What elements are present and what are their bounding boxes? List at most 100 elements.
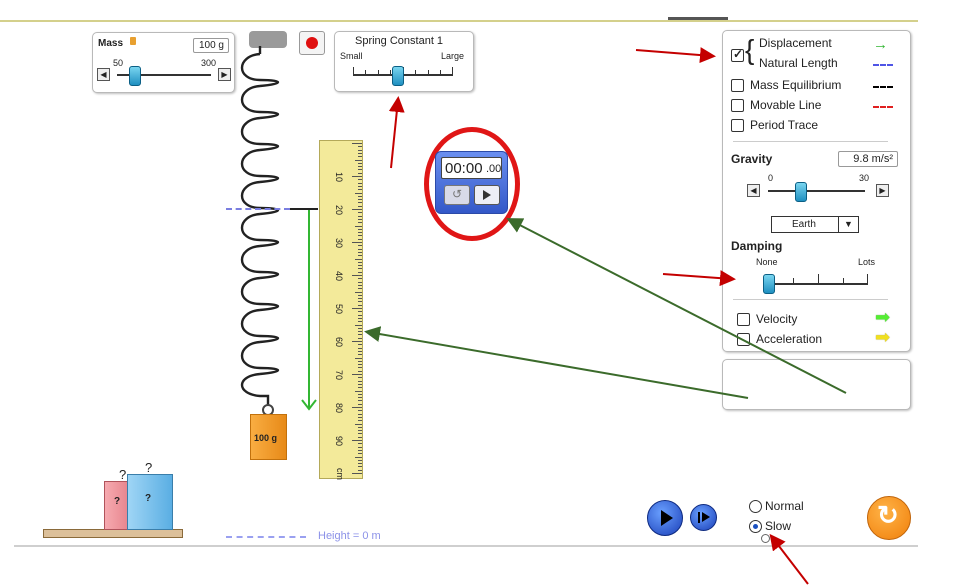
- ruler-tick: [358, 453, 362, 455]
- spring-constant-panel: Spring Constant 1 Small Large: [334, 31, 474, 92]
- ruler-tick: [358, 156, 362, 158]
- movable-line-checkbox[interactable]: [731, 99, 744, 112]
- spring-hanger: [249, 31, 287, 48]
- stopwatch-hundredths: .00: [486, 163, 502, 175]
- normal-label: Normal: [765, 499, 804, 513]
- ruler-tick: [358, 327, 362, 329]
- cursor-circle-icon: [761, 534, 770, 543]
- normal-radio[interactable]: [749, 500, 762, 513]
- stopwatch-reset-button[interactable]: ↺: [444, 185, 470, 205]
- period-trace-checkbox[interactable]: [731, 119, 744, 132]
- period-trace-label: Period Trace: [750, 118, 819, 132]
- mass-block-100g[interactable]: 100 g: [250, 414, 287, 460]
- play-button[interactable]: [647, 500, 683, 536]
- stopwatch[interactable]: 00:00 .00 ↺: [435, 151, 508, 214]
- checkmark-icon: ✓: [733, 47, 744, 61]
- step-icon: [702, 512, 710, 522]
- ruler-tick: [358, 298, 362, 300]
- gravity-slider-thumb[interactable]: [795, 182, 807, 202]
- ruler-tick: [358, 347, 362, 349]
- spring: [241, 46, 280, 406]
- velocity-checkbox[interactable]: [737, 313, 750, 326]
- ruler-tick: [358, 251, 362, 253]
- gravity-increase-button[interactable]: ▶: [876, 184, 889, 197]
- ruler-tick: [358, 380, 362, 382]
- displacement-checkbox[interactable]: ✓: [731, 47, 744, 62]
- displacement-arrow: [301, 210, 317, 411]
- ruler-tick: [358, 331, 362, 333]
- ruler-tick: [358, 469, 362, 471]
- stopwatch-play-button[interactable]: [474, 185, 500, 205]
- planet-select[interactable]: Earth ▼: [771, 216, 859, 233]
- play-icon: [661, 510, 673, 526]
- step-button[interactable]: [690, 504, 717, 531]
- ruler-tick: [358, 169, 362, 171]
- slow-radio[interactable]: [749, 520, 762, 533]
- mystery-mass-label: ?: [145, 493, 152, 504]
- ruler-tick: [358, 238, 362, 240]
- ruler-tick: [358, 215, 362, 217]
- ruler-tick: [358, 166, 362, 168]
- mass-slider-thumb[interactable]: [129, 66, 141, 86]
- ruler-tick: [358, 235, 362, 237]
- mass-slider-track: [117, 74, 211, 76]
- velocity-arrow-icon: ➡: [875, 307, 891, 327]
- damping-lots-label: Lots: [858, 257, 876, 267]
- ruler-tick: [358, 199, 362, 201]
- annotation-arrow-red: [769, 533, 809, 585]
- ruler-tick: [355, 390, 362, 392]
- ruler-tick: [358, 271, 362, 273]
- mass-equilibrium-label: Mass Equilibrium: [750, 78, 842, 92]
- gravity-title: Gravity: [731, 152, 773, 166]
- ruler-tick: [358, 228, 362, 230]
- displacement-label: Displacement: [759, 36, 832, 50]
- mass-panel: Mass 100 g 50 300 ◀ ▶: [92, 32, 235, 93]
- divider: [733, 299, 888, 300]
- ruler-tick: [358, 189, 362, 191]
- mystery-mass-blue[interactable]: ?: [127, 474, 173, 530]
- ruler-tick: [358, 321, 362, 323]
- mass-increase-button[interactable]: ▶: [218, 68, 231, 81]
- natural-length-label: Natural Length: [759, 56, 838, 70]
- ruler-tick: [352, 440, 362, 441]
- ruler-tick: [355, 258, 362, 260]
- damping-slider-thumb[interactable]: [763, 274, 775, 294]
- ruler-tick: [358, 354, 362, 356]
- mass-decrease-button[interactable]: ◀: [97, 68, 110, 81]
- gravity-value: 9.8 m/s²: [838, 151, 898, 167]
- record-button[interactable]: [299, 31, 325, 55]
- ruler-tick: [358, 248, 362, 250]
- annotation-arrow-red: [662, 270, 736, 287]
- spring-constant-slider-thumb[interactable]: [392, 66, 404, 86]
- stopwatch-time: 00:00: [445, 160, 483, 177]
- gravity-decrease-button[interactable]: ◀: [747, 184, 760, 197]
- divider: [733, 141, 888, 142]
- ruler-tick: [358, 281, 362, 283]
- ruler-tick: [358, 261, 362, 263]
- mass-equilibrium-checkbox[interactable]: [731, 79, 744, 92]
- ruler-tick: [355, 423, 362, 425]
- ruler-tick: [358, 377, 362, 379]
- damping-title: Damping: [731, 239, 783, 253]
- ruler-tick: [358, 205, 362, 207]
- damping-slider-track: [768, 283, 868, 285]
- ruler-tick: [352, 374, 362, 375]
- brace-icon: {: [745, 34, 755, 65]
- stopwatch-display: 00:00 .00: [441, 157, 502, 179]
- ruler-tick: [358, 350, 362, 352]
- ruler-tick: [358, 387, 362, 389]
- ruler-tick: [358, 179, 362, 181]
- ruler-tick: [352, 341, 362, 342]
- ruler-tick: [358, 344, 362, 346]
- ruler-tick: [358, 212, 362, 214]
- velocity-label: Velocity: [756, 312, 798, 326]
- empty-panel: [722, 359, 911, 410]
- spring-constant-title: Spring Constant 1: [355, 35, 444, 47]
- movable-line-label: Movable Line: [750, 98, 822, 112]
- natural-length-line: [226, 208, 290, 210]
- reset-all-button[interactable]: ↻: [867, 496, 911, 540]
- ruler-tick: [355, 192, 362, 194]
- slow-label: Slow: [765, 519, 792, 533]
- dropdown-arrow-icon: ▼: [838, 217, 858, 232]
